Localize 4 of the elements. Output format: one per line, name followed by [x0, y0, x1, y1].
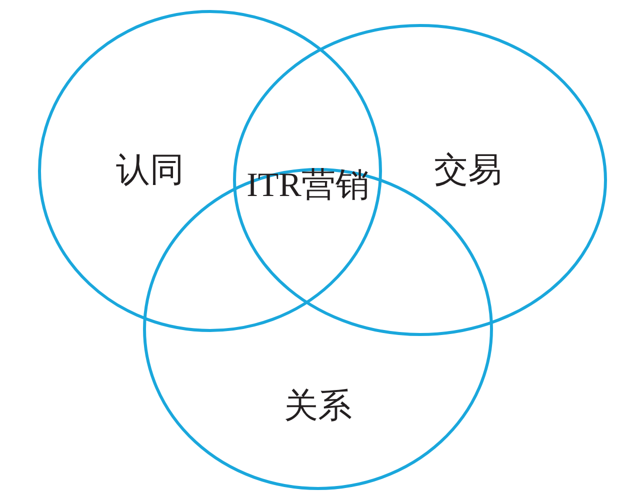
overlap-label: ITR营销 — [246, 166, 370, 206]
circle-label: 交易 — [434, 151, 502, 191]
circle-label: 关系 — [284, 387, 352, 427]
circle-label: 认同 — [116, 151, 184, 191]
